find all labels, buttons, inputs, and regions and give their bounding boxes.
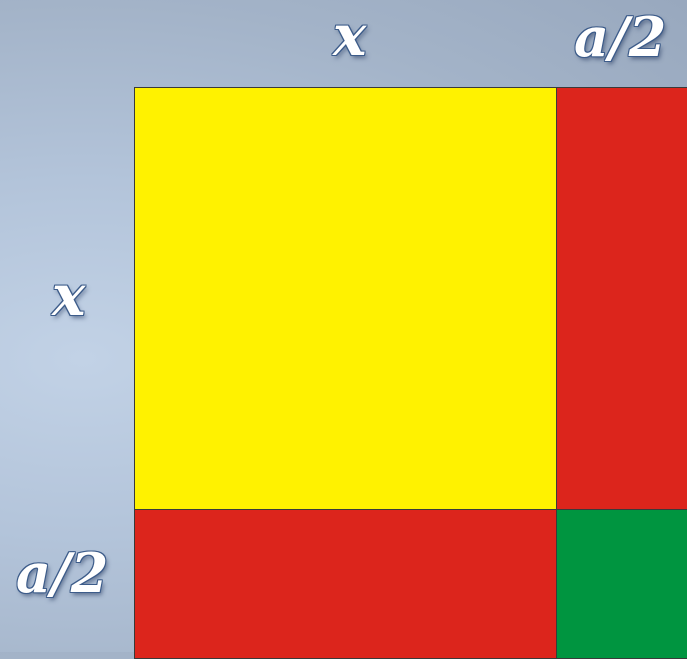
top-x-label: x (333, 3, 367, 69)
left-a-half-label: a/2 (16, 541, 109, 605)
top-a-half-label: a/2 (574, 5, 667, 69)
left-x-label: x (52, 263, 86, 329)
right-rectangle (556, 87, 687, 510)
bottom-rectangle (134, 509, 557, 659)
x-squared-square (134, 87, 557, 510)
corner-square (556, 509, 687, 659)
